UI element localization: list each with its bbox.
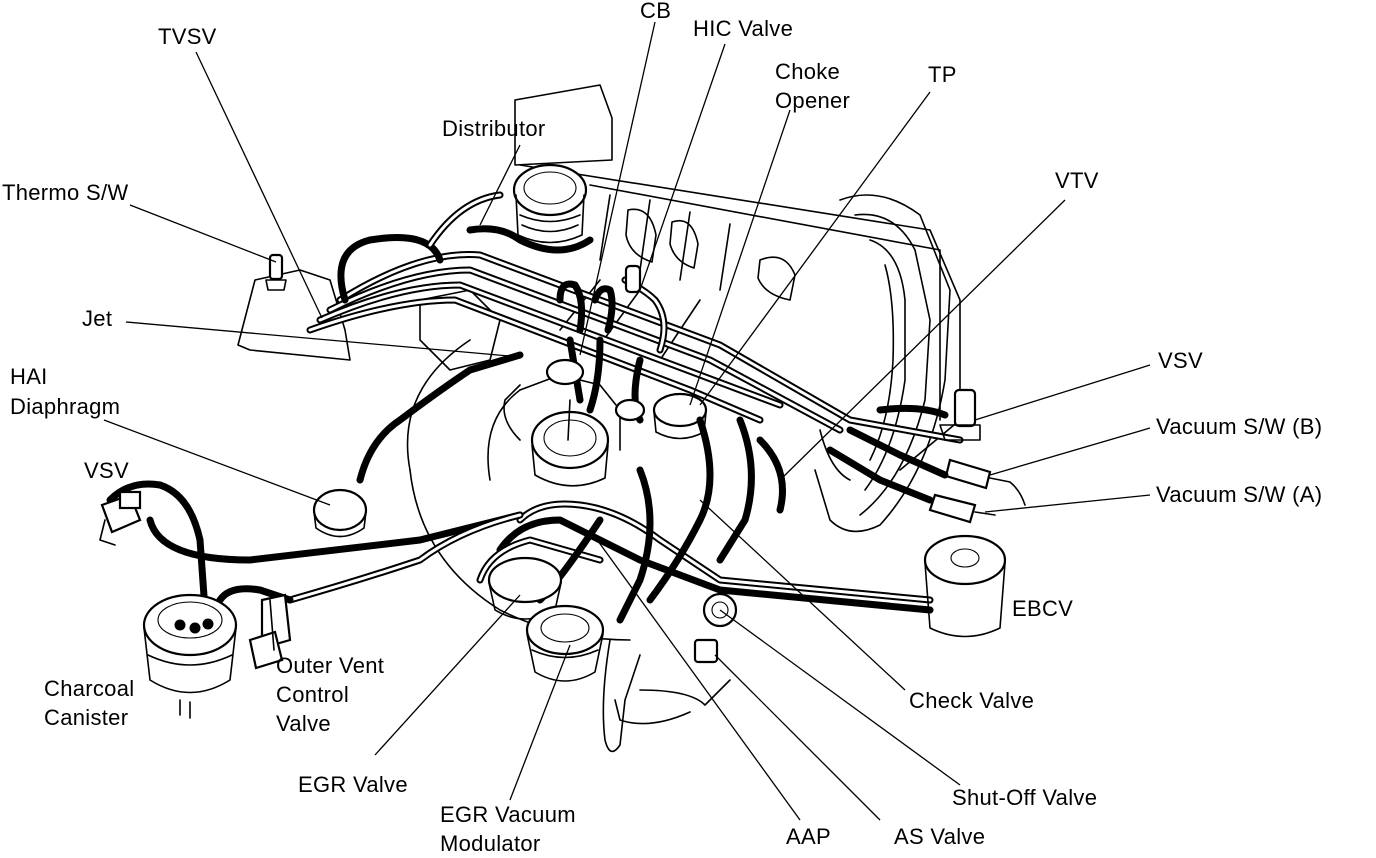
label-shutoff-valve: Shut-Off Valve — [952, 785, 1098, 810]
label-egr-vac-1: EGR Vacuum — [440, 802, 576, 827]
hai-diaphragm — [312, 488, 368, 538]
lower-hoses — [106, 351, 934, 624]
label-vsv-right: VSV — [1158, 348, 1203, 373]
label-charcoal-2: Canister — [44, 705, 129, 730]
egr-vacuum-modulator — [525, 604, 605, 682]
label-outer-vent-2: Control — [276, 682, 350, 707]
distributor — [512, 163, 588, 244]
label-distributor: Distributor — [442, 116, 546, 141]
hose-bundle — [306, 191, 964, 444]
label-egr-valve: EGR Valve — [298, 772, 408, 797]
label-egr-vac-2: Modulator — [440, 831, 541, 856]
label-vacuum-sw-a: Vacuum S/W (A) — [1156, 482, 1323, 507]
carburetor — [519, 374, 621, 487]
label-as-valve: AS Valve — [894, 824, 986, 849]
label-ebcv: EBCV — [1012, 596, 1074, 621]
label-vtv: VTV — [1055, 168, 1099, 193]
label-outer-vent-1: Outer Vent — [276, 653, 385, 678]
label-aap: AAP — [786, 824, 831, 849]
ebcv — [923, 534, 1007, 638]
cb-hose-loops — [556, 264, 668, 424]
label-hic-valve: HIC Valve — [693, 16, 794, 41]
label-choke-opener-1: Choke — [775, 59, 841, 84]
label-choke-opener-2: Opener — [775, 88, 851, 113]
label-outer-vent-3: Valve — [276, 711, 331, 736]
label-hai-1: HAI — [10, 364, 48, 389]
label-hai-2: Diaphragm — [10, 394, 121, 419]
vsv-right — [939, 388, 981, 441]
label-charcoal-1: Charcoal — [44, 676, 135, 701]
label-tp: TP — [928, 62, 957, 87]
label-cb: CB — [640, 0, 672, 23]
as-valve — [693, 592, 738, 664]
label-jet: Jet — [82, 306, 113, 331]
charcoal-canister — [142, 593, 238, 719]
label-check-valve: Check Valve — [909, 688, 1035, 713]
label-vsv-left: VSV — [84, 458, 129, 483]
vsv-left — [99, 490, 142, 546]
outer-vent-control-valve — [248, 593, 292, 670]
label-tvsv: TVSV — [158, 24, 217, 49]
label-vacuum-sw-b: Vacuum S/W (B) — [1156, 414, 1323, 439]
vacuum-switch-b — [944, 458, 1026, 506]
leader-lines — [103, 21, 1151, 821]
label-thermo-sw: Thermo S/W — [2, 180, 129, 205]
thermo-switch — [265, 253, 287, 291]
vacuum-switch-a — [928, 493, 996, 524]
